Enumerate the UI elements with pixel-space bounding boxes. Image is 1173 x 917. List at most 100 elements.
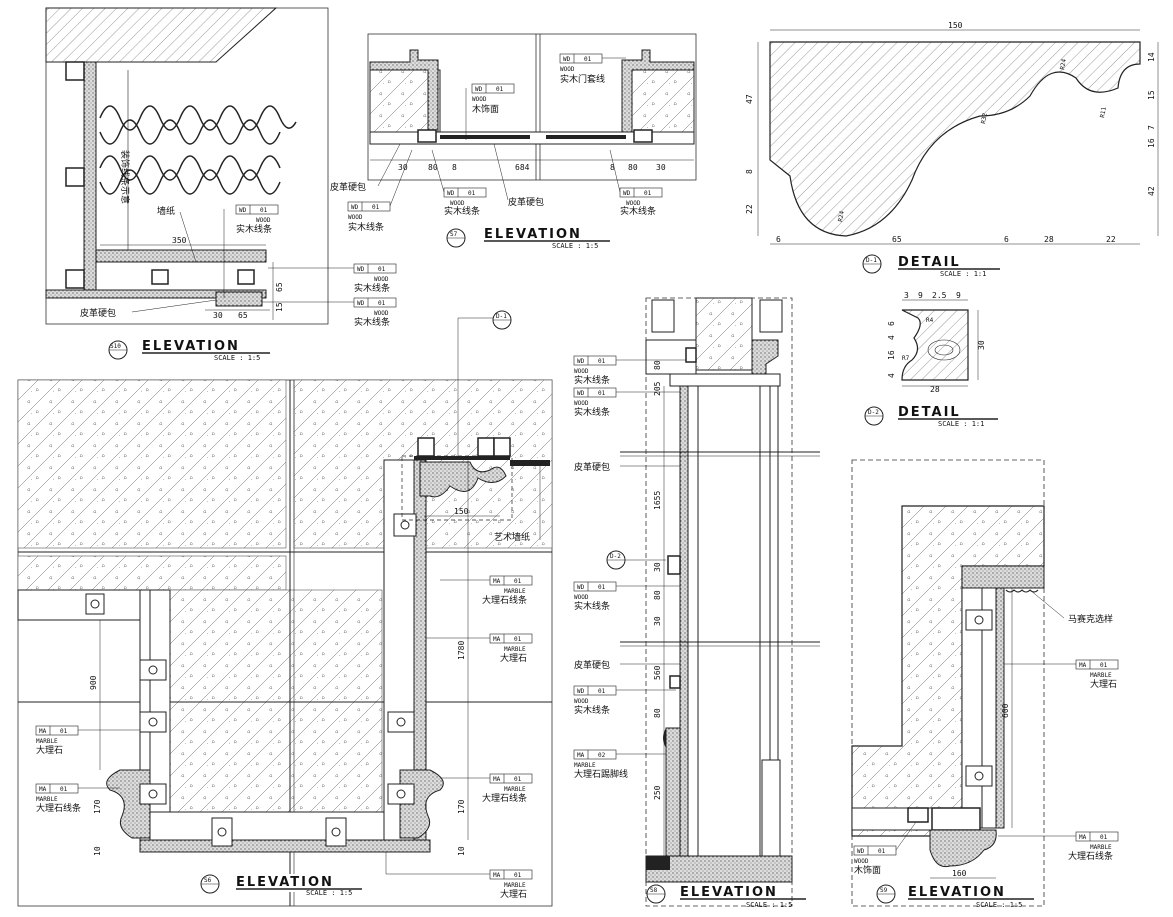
drawing-text: WOOD bbox=[560, 66, 575, 73]
drawing-text: 80 bbox=[628, 163, 638, 172]
drawing-text: 684 bbox=[515, 163, 530, 172]
drawing-text: 01 bbox=[584, 56, 592, 63]
drawing-text: SCALE : 1:1 bbox=[940, 270, 986, 278]
drawing-text: 4 bbox=[887, 335, 896, 340]
drawing-text: MARBLE bbox=[36, 796, 58, 803]
drawing-text: 木饰面 bbox=[854, 864, 881, 876]
drawing-text: WD bbox=[447, 190, 455, 197]
drawing-text: 6 bbox=[776, 235, 781, 244]
drawing-text: S6 bbox=[204, 877, 212, 884]
drawing-text: 实木线条 bbox=[444, 205, 480, 217]
drawing-text: MA bbox=[493, 776, 501, 783]
drawing-text: ELEVATION bbox=[484, 227, 582, 242]
drawing-text: 马赛克选样 bbox=[1068, 613, 1113, 625]
drawing-text: 250 bbox=[653, 785, 662, 800]
drawing-text: 4 bbox=[887, 373, 896, 378]
drawing-text: ELEVATION bbox=[236, 875, 334, 890]
vertical-label: 装饰线条示意 bbox=[119, 150, 131, 204]
drawing-text: 205 bbox=[653, 381, 662, 396]
drawing-text: 实木线条 bbox=[574, 600, 610, 612]
drawing-text: 16 bbox=[887, 350, 896, 360]
drawing-text: 实木线条 bbox=[236, 223, 272, 235]
drawing-text: MARBLE bbox=[504, 646, 526, 653]
drawing-text: WOOD bbox=[574, 400, 589, 407]
drawing-text: MA bbox=[493, 578, 501, 585]
title-block: S6 ELEVATION SCALE : 1:5 bbox=[200, 874, 370, 897]
drawing-text: 01 bbox=[644, 190, 652, 197]
drawing-text: R7 bbox=[902, 355, 910, 362]
drawing-text: SCALE : 1:5 bbox=[976, 901, 1022, 909]
drawing-text: 10 bbox=[93, 846, 102, 856]
drawing-text: 01 bbox=[598, 584, 606, 591]
drawing-text: 160 bbox=[952, 869, 967, 878]
drawing-text: 实木线条 bbox=[620, 205, 656, 217]
drawing-text: MARBLE bbox=[36, 738, 58, 745]
drawing-text: 80 bbox=[653, 360, 662, 370]
drawing-text: 28 bbox=[930, 385, 940, 394]
drawing-text: 01 bbox=[598, 390, 606, 397]
drawing-text: SCALE : 1:5 bbox=[306, 889, 352, 897]
drawing-text: 01 bbox=[598, 358, 606, 365]
dim-65: 65 bbox=[275, 282, 284, 292]
drawing-text: 6 bbox=[887, 321, 896, 326]
callout-d2: D-2 bbox=[610, 553, 621, 560]
drawing-text: WOOD bbox=[450, 200, 465, 207]
drawing-text: 大理石 bbox=[1090, 678, 1117, 690]
drawing-text: 9 bbox=[956, 291, 961, 300]
drawing-text: 9 bbox=[918, 291, 923, 300]
drawing-text: SCALE : 1:5 bbox=[214, 354, 260, 362]
drawing-text: MARBLE bbox=[504, 588, 526, 595]
dim-30: 30 bbox=[213, 311, 223, 320]
drawing-text: 7 bbox=[1147, 125, 1156, 130]
drawing-text: DETAIL bbox=[898, 255, 961, 270]
detail-d1: 150 6 65 6 28 22 47 8 22 14 15 7 16 42 R… bbox=[745, 21, 1159, 278]
drawing-text: 560 bbox=[653, 665, 662, 680]
drawing-text: R11 bbox=[1099, 106, 1108, 118]
drawing-text: 30 bbox=[653, 562, 662, 572]
drawing-text: WD bbox=[577, 584, 585, 591]
drawing-text: 皮革硬包 bbox=[574, 461, 610, 473]
drawing-text: 1780 bbox=[457, 641, 466, 660]
drawing-text: R24 bbox=[837, 210, 846, 222]
drawing-text: 01 bbox=[1100, 662, 1108, 669]
drawing-text: 01 bbox=[598, 688, 606, 695]
drawing-text: D-2 bbox=[868, 409, 879, 416]
drawing-text: ELEVATION bbox=[908, 885, 1006, 900]
drawing-text: 大理石 bbox=[500, 652, 527, 664]
drawing-text: 2.5 bbox=[932, 291, 947, 300]
drawing-text: WOOD bbox=[854, 858, 869, 865]
drawing-text: 实木门套线 bbox=[560, 73, 605, 85]
title-block: D-2 DETAIL SCALE : 1:1 bbox=[864, 405, 998, 428]
drawing-text: 900 bbox=[89, 675, 98, 690]
drawing-text: 30 bbox=[398, 163, 408, 172]
drawing-text: 实木线条 bbox=[574, 374, 610, 386]
drawing-text: ELEVATION bbox=[680, 885, 778, 900]
dim-350: 350 bbox=[172, 236, 187, 245]
drawing-text: 01 bbox=[1100, 834, 1108, 841]
drawing-text: WOOD bbox=[472, 96, 487, 103]
drawing-text: 01 bbox=[378, 300, 386, 307]
drawing-text: MARBLE bbox=[504, 786, 526, 793]
drawing-text: 01 bbox=[260, 207, 268, 214]
drawing-text: 01 bbox=[468, 190, 476, 197]
drawing-text: WD bbox=[357, 266, 365, 273]
drawing-text: WD bbox=[577, 358, 585, 365]
drawing-text: SCALE : 1:5 bbox=[552, 242, 598, 250]
drawing-text: D-1 bbox=[866, 257, 877, 264]
drawing-text: 大理石线条 bbox=[482, 792, 527, 804]
drawing-text: 15 bbox=[1147, 90, 1156, 100]
title-block: S8 ELEVATION SCALE : 1:5 bbox=[646, 884, 806, 909]
